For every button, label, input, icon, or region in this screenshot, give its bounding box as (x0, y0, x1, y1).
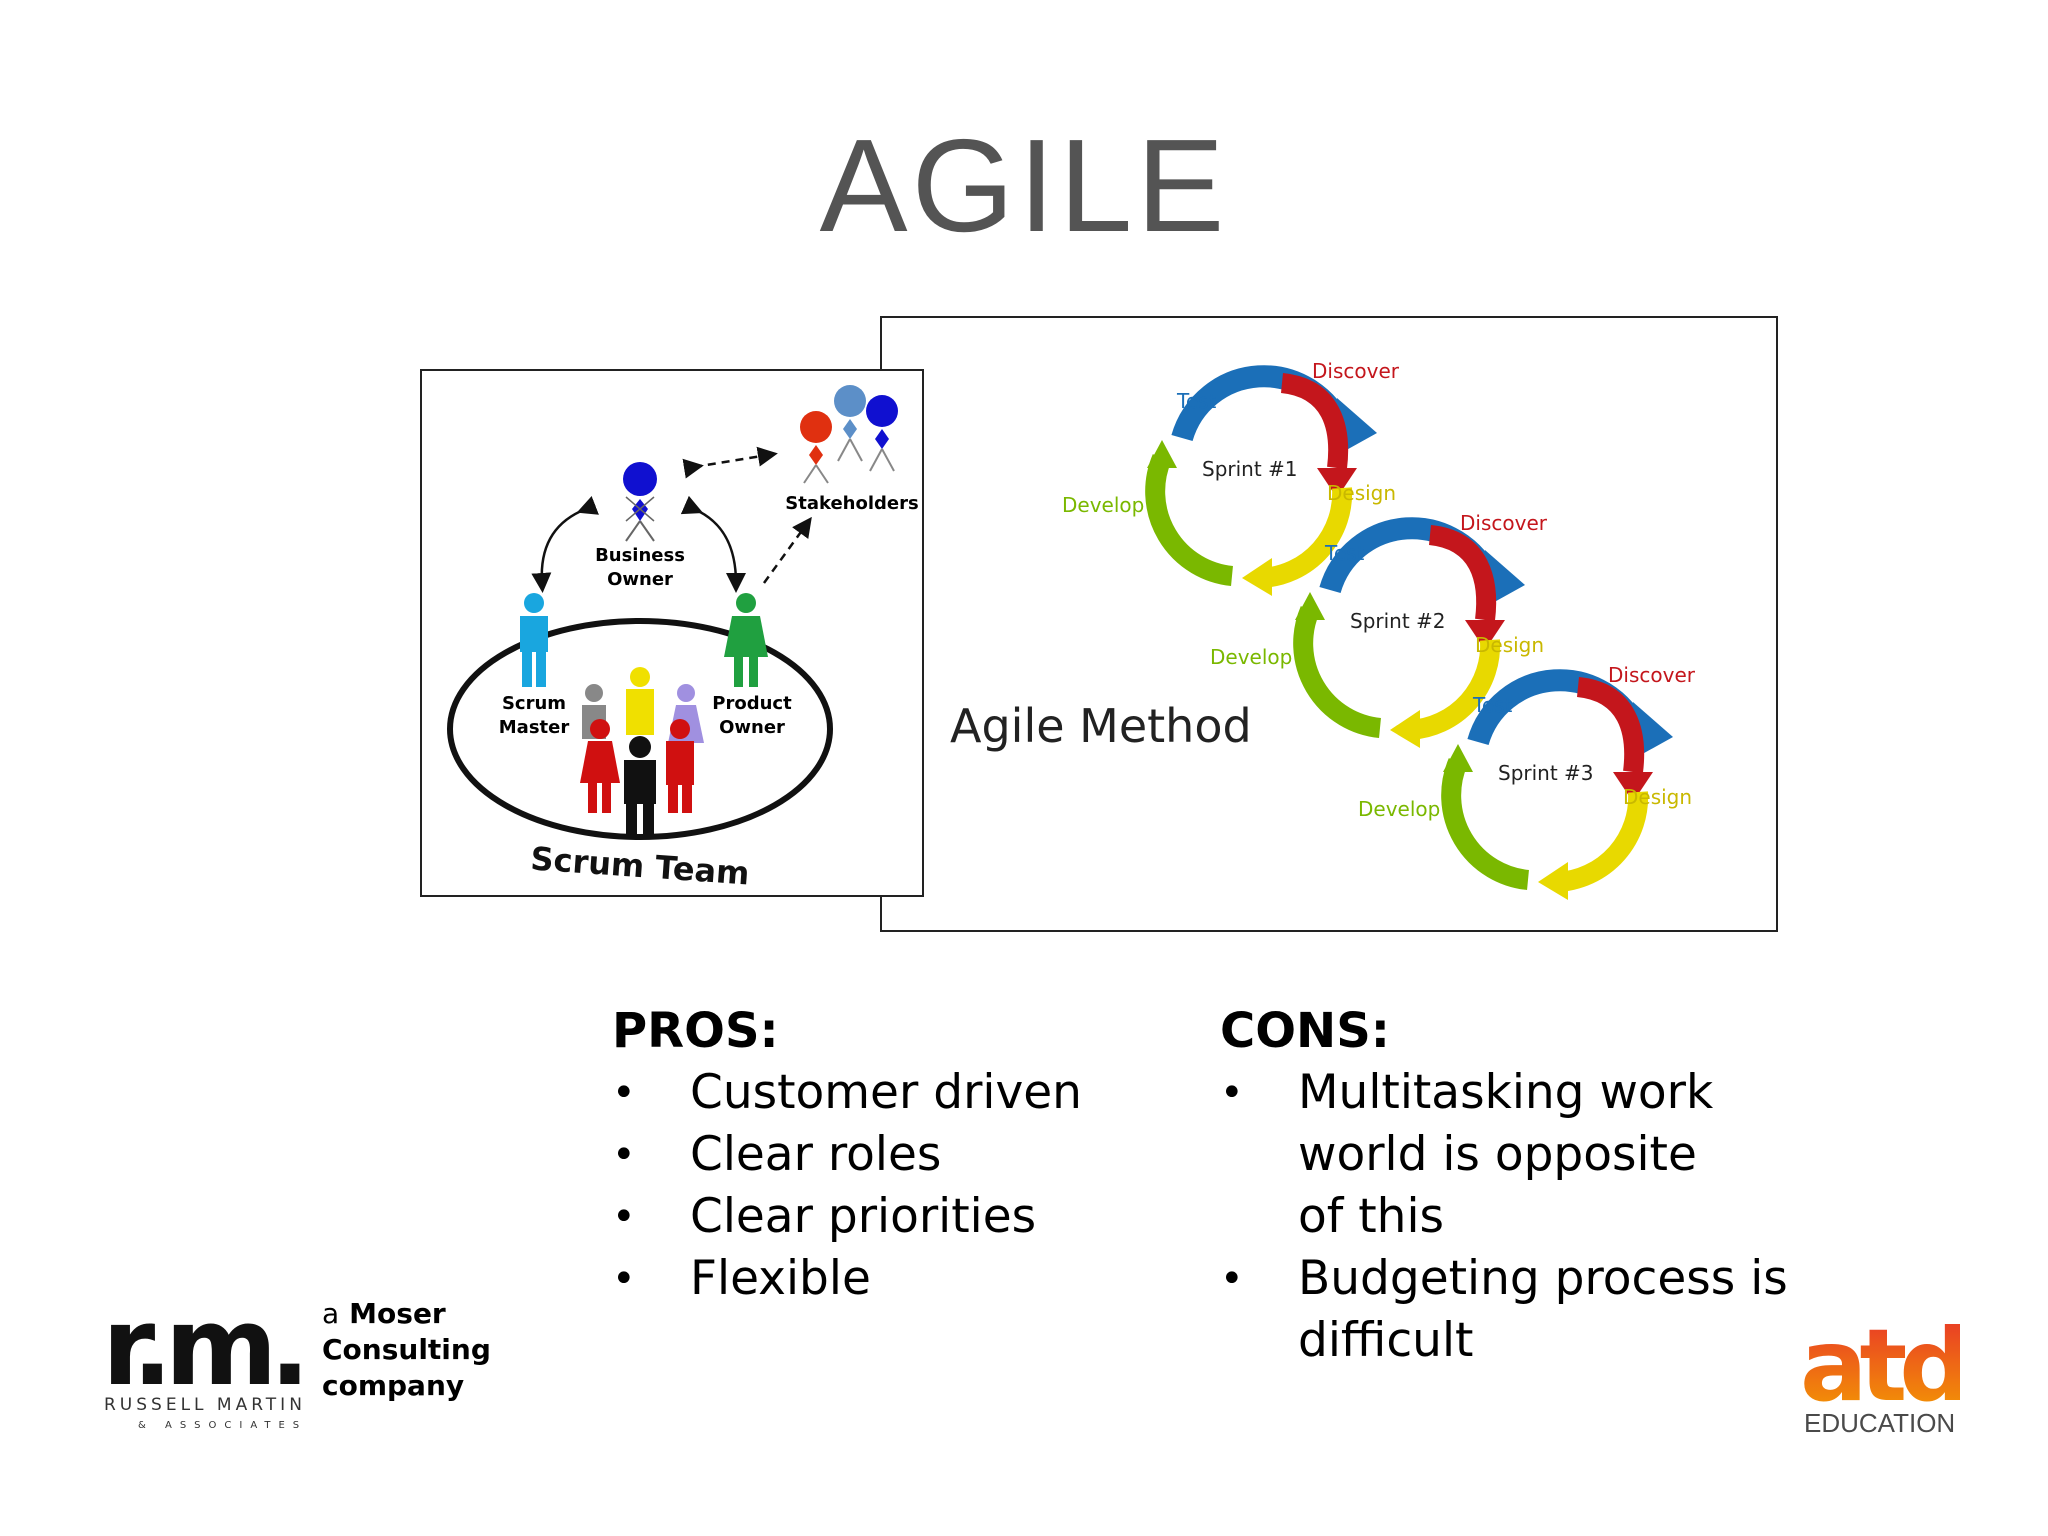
agile-method-image: Agile Method Sprint #1 Test Discover Des… (880, 316, 1778, 932)
cons-section: CONS: Multitasking work world is opposit… (1220, 1000, 1820, 1372)
rm-tagline-a: a (322, 1297, 340, 1330)
sprint-test-label: Test (1324, 541, 1365, 565)
rm-associates: & ASSOCIATES (138, 1420, 307, 1431)
bo-sm-arrow (531, 496, 599, 593)
sprint-label: Sprint #3 (1498, 761, 1594, 785)
sprint-cycle-1: Sprint #1 Test Discover Design Develop (1062, 359, 1400, 596)
sprint-label: Sprint #1 (1202, 457, 1298, 481)
sprint-develop-label: Develop (1358, 797, 1440, 821)
list-item: Flexible (612, 1248, 1172, 1310)
stakeholders-figures (800, 385, 898, 484)
atd-education-text: EDUCATION (1804, 1408, 1956, 1438)
list-item: Customer driven (612, 1062, 1172, 1124)
pros-heading: PROS: (612, 1003, 779, 1059)
atd-letters: atd (1800, 1307, 1960, 1410)
cons-heading: CONS: (1220, 1003, 1390, 1059)
pros-list: Customer driven Clear roles Clear priori… (612, 1062, 1172, 1310)
scrum-master-figure (520, 593, 548, 687)
scrum-master-label-1: Scrum (502, 693, 566, 714)
rm-tagline-line1: Moser Consulting (322, 1297, 491, 1366)
slide-title: AGILE (819, 112, 1229, 259)
product-owner-label-2: Owner (719, 717, 785, 738)
list-item: Budgeting process is difficult (1220, 1248, 1818, 1372)
list-item: Multitasking work world is opposite of t… (1220, 1062, 1748, 1248)
team-members (580, 667, 704, 837)
product-owner-label-1: Product (712, 693, 792, 714)
sprint-discover-label: Discover (1608, 663, 1696, 687)
sprint-design-label: Design (1623, 785, 1692, 809)
sprint-discover-label: Discover (1460, 511, 1548, 535)
business-owner-figure (623, 462, 657, 542)
po-stakeholder-arrow (762, 516, 812, 584)
sprint-discover-label: Discover (1312, 359, 1400, 383)
atd-logo-mark: atd (1800, 1307, 1971, 1424)
sprint-test-label: Test (1176, 389, 1217, 413)
bo-stakeholder-arrow (682, 446, 778, 479)
scrum-master-label-2: Master (499, 717, 570, 738)
sprint-develop-label: Develop (1210, 645, 1292, 669)
agile-method-diagram: Agile Method Sprint #1 Test Discover Des… (950, 359, 1696, 900)
sprint-cycle-3: Sprint #3 Test Discover Design Develop (1358, 663, 1696, 900)
sprint-test-label: Test (1472, 693, 1513, 717)
sprint-design-label: Design (1475, 633, 1544, 657)
cons-list: Multitasking work world is opposite of t… (1220, 1062, 1820, 1372)
sprint-label: Sprint #2 (1350, 609, 1446, 633)
pros-section: PROS: Customer driven Clear roles Clear … (612, 1000, 1172, 1310)
scrum-team-image: Business Owner Stakeholders (420, 369, 924, 897)
scrum-team-label: Scrum Team (529, 839, 750, 892)
business-owner-label-2: Owner (607, 569, 673, 590)
rm-letters: r.m. (102, 1296, 302, 1410)
rm-logo-mark: r.m. RUSSELL MARTIN & ASSOCIATES (102, 1285, 310, 1431)
list-item: Clear roles (612, 1124, 1172, 1186)
rm-name: RUSSELL MARTIN (104, 1395, 306, 1415)
rm-tagline-line2: company (322, 1369, 465, 1402)
sprint-cycle-2: Sprint #2 Test Discover Design Develop (1210, 511, 1548, 748)
agile-method-heading: Agile Method (950, 699, 1252, 753)
bo-po-arrow (680, 495, 746, 593)
business-owner-label-1: Business (595, 545, 685, 566)
sprint-develop-label: Develop (1062, 493, 1144, 517)
product-owner-figure (724, 593, 768, 687)
atd-education-logo: atd EDUCATION (1800, 1300, 1971, 1440)
sprint-design-label: Design (1327, 481, 1396, 505)
list-item: Clear priorities (612, 1186, 1172, 1248)
scrum-team-diagram: Business Owner Stakeholders (447, 385, 919, 893)
stakeholders-label: Stakeholders (785, 493, 918, 514)
